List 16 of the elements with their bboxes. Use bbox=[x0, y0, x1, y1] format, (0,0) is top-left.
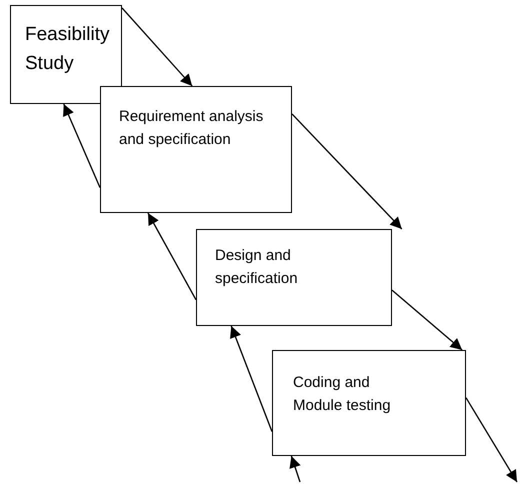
arrow bbox=[292, 114, 402, 230]
process-box bbox=[196, 229, 392, 326]
process-box bbox=[272, 350, 466, 456]
box-label: Design and specification bbox=[215, 246, 299, 290]
arrow bbox=[63, 104, 101, 188]
arrow bbox=[122, 8, 193, 86]
arrow bbox=[392, 290, 463, 350]
box-label: Requirement analysis and specification bbox=[119, 107, 264, 150]
arrow bbox=[147, 212, 197, 300]
box-label: Coding and Module testing bbox=[293, 373, 392, 416]
box-label: Feasibility Study bbox=[25, 23, 110, 76]
arrow bbox=[230, 326, 273, 432]
process-box bbox=[10, 5, 122, 104]
arrow bbox=[465, 397, 518, 482]
arrow bbox=[290, 456, 301, 482]
process-box bbox=[100, 86, 292, 213]
